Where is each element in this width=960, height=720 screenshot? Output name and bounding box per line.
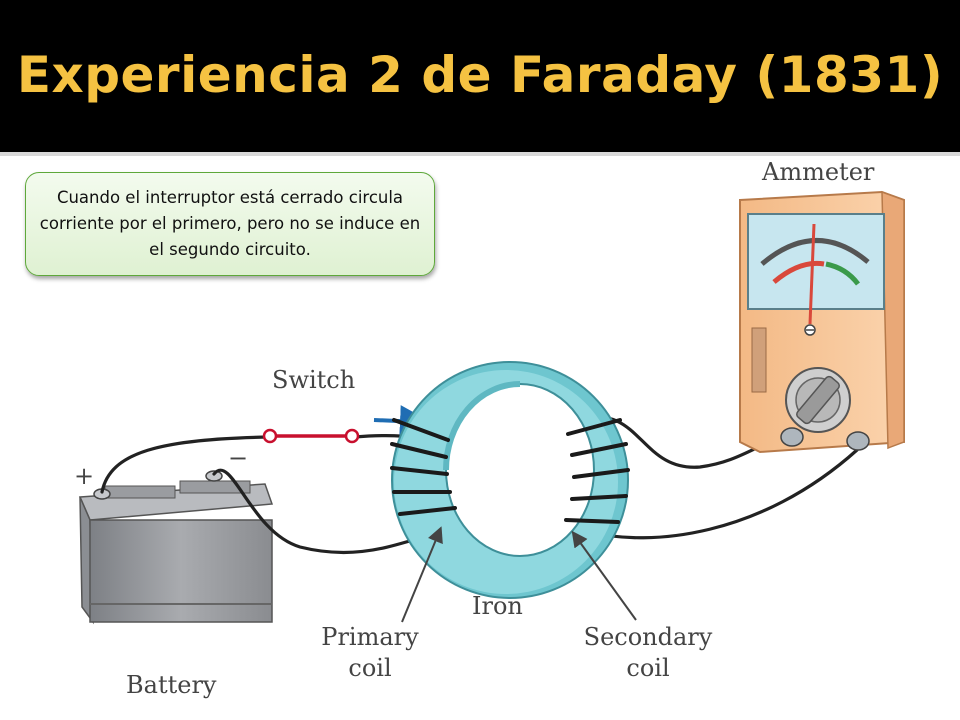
iron-label: Iron bbox=[472, 592, 523, 620]
switch-label: Switch bbox=[272, 366, 355, 394]
primary-coil-label-line2: coil bbox=[348, 654, 391, 682]
primary-coil-label-line1: Primary bbox=[321, 623, 419, 651]
ammeter-label: Ammeter bbox=[761, 158, 875, 186]
iron-ring bbox=[391, 361, 629, 599]
secondary-coil-label-line1: Secondary bbox=[584, 623, 713, 651]
battery-label: Battery bbox=[126, 671, 217, 699]
title-bar: Experiencia 2 de Faraday (1831) bbox=[0, 0, 960, 152]
switch bbox=[262, 428, 360, 444]
secondary-coil bbox=[564, 418, 630, 524]
primary-coil-pointer bbox=[401, 526, 443, 623]
title-divider bbox=[0, 152, 960, 156]
battery-plus-label: + bbox=[74, 462, 94, 490]
secondary-coil-pointer bbox=[571, 530, 637, 621]
secondary-coil-label-line2: coil bbox=[626, 654, 669, 682]
slide-title: Experiencia 2 de Faraday (1831) bbox=[16, 46, 944, 104]
explanation-callout: Cuando el interruptor está cerrado circu… bbox=[25, 172, 435, 276]
battery bbox=[78, 470, 274, 625]
circuit-diagram: + − Switch bbox=[74, 158, 905, 699]
battery-minus-label: − bbox=[228, 444, 248, 472]
ammeter bbox=[739, 190, 905, 454]
primary-coil bbox=[390, 418, 457, 516]
